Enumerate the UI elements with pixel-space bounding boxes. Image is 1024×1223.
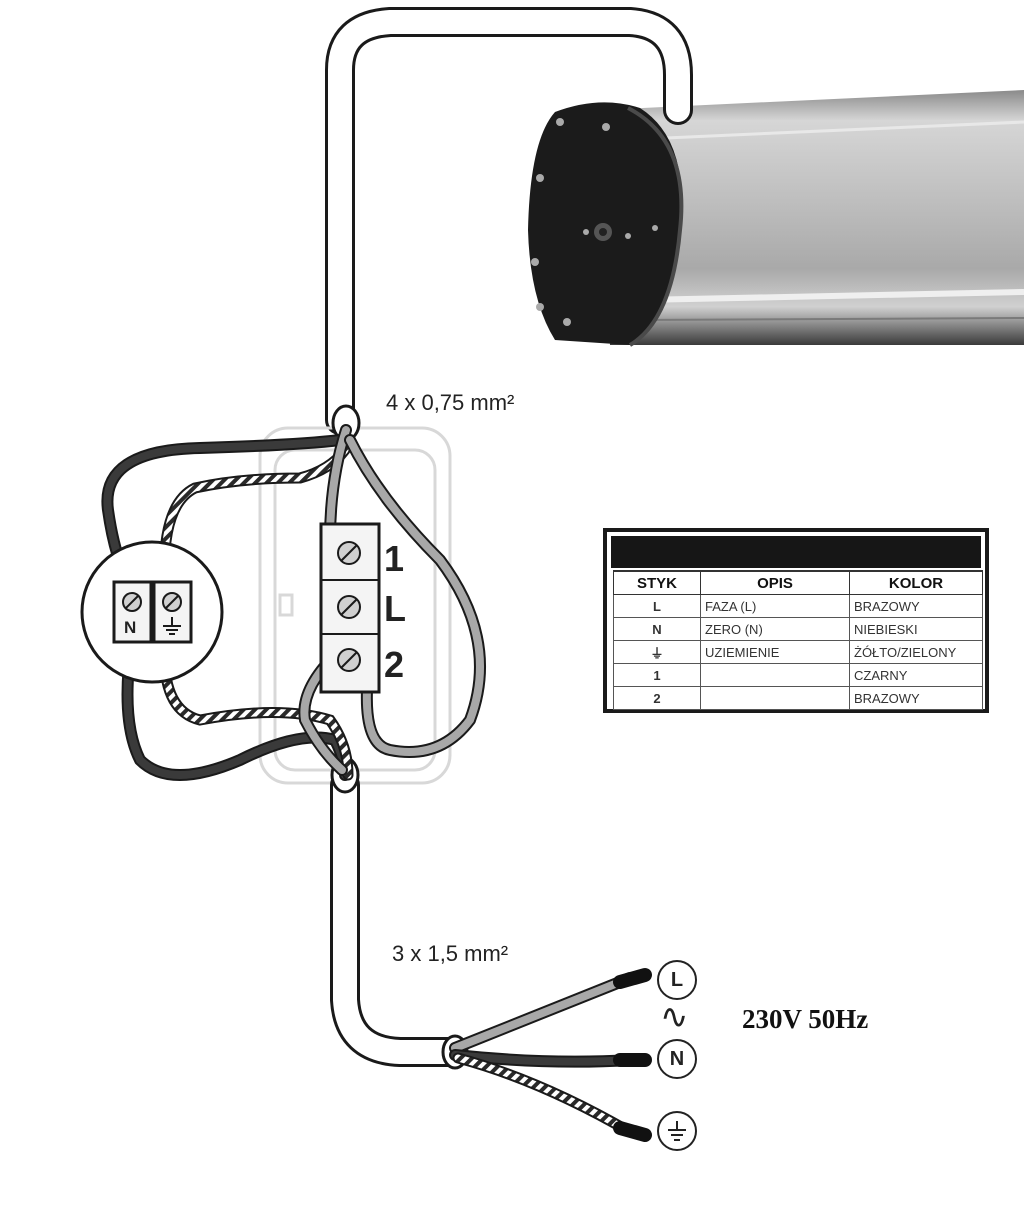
supply-cable: [330, 770, 465, 1067]
cable-bottom-label: 3 x 1,5 mm²: [392, 941, 509, 966]
cell-opis: UZIEMIENIE: [700, 640, 850, 664]
cell-opis: FAZA (L): [700, 594, 850, 618]
junction-box: [80, 540, 224, 684]
table-title-band: [611, 536, 981, 568]
supply-n-label: N: [657, 1039, 697, 1079]
supply-wires: [449, 968, 652, 1142]
cell-kolor: NIEBIESKI: [849, 617, 983, 641]
cell-kolor: CZARNY: [849, 663, 983, 687]
cell-opis: [700, 686, 850, 710]
supply-ground-icon: [657, 1111, 697, 1151]
cell-kolor: ŻÓŁTO/ZIELONY: [849, 640, 983, 664]
cell-styk: N: [613, 617, 701, 641]
cell-kolor: BRAZOWY: [849, 594, 983, 618]
terminal-block: [319, 522, 381, 694]
supply-l-label: L: [657, 960, 697, 1000]
motor-head: [528, 102, 684, 347]
cable-top-label: 4 x 0,75 mm²: [386, 390, 515, 415]
ac-symbol: ∿: [660, 998, 689, 1036]
cell-opis: [700, 663, 850, 687]
terminal-l-label: L: [384, 588, 406, 629]
cell-styk: L: [613, 594, 701, 618]
header-styk: STYK: [613, 570, 701, 595]
ground-icon: [668, 1121, 686, 1141]
junction-n-label: N: [124, 618, 137, 637]
table-row: N ZERO (N) NIEBIESKI: [613, 617, 983, 641]
terminal-1-label: 1: [384, 538, 405, 579]
wiring-table-grid: STYK OPIS KOLOR L FAZA (L) BRAZOWY N ZER…: [613, 570, 983, 710]
cell-styk: 2: [613, 686, 701, 710]
internal-wires: [101, 424, 486, 781]
terminal-2-label: 2: [384, 644, 405, 685]
table-header-row: STYK OPIS KOLOR: [613, 570, 983, 595]
table-row: 2 BRAZOWY: [613, 686, 983, 710]
supply-voltage-label: 230V 50Hz: [742, 1004, 869, 1034]
ground-icon: [163, 617, 181, 635]
wiring-table: STYK OPIS KOLOR L FAZA (L) BRAZOWY N ZER…: [603, 528, 989, 713]
header-opis: OPIS: [700, 570, 850, 595]
cell-styk: ⏚: [613, 640, 701, 664]
table-row: ⏚ UZIEMIENIE ŻÓŁTO/ZIELONY: [613, 640, 983, 664]
table-row: L FAZA (L) BRAZOWY: [613, 594, 983, 618]
table-row: 1 CZARNY: [613, 663, 983, 687]
cell-styk: 1: [613, 663, 701, 687]
motor-tube: [600, 90, 1024, 345]
cell-opis: ZERO (N): [700, 617, 850, 641]
header-kolor: KOLOR: [849, 570, 983, 595]
cell-kolor: BRAZOWY: [849, 686, 983, 710]
